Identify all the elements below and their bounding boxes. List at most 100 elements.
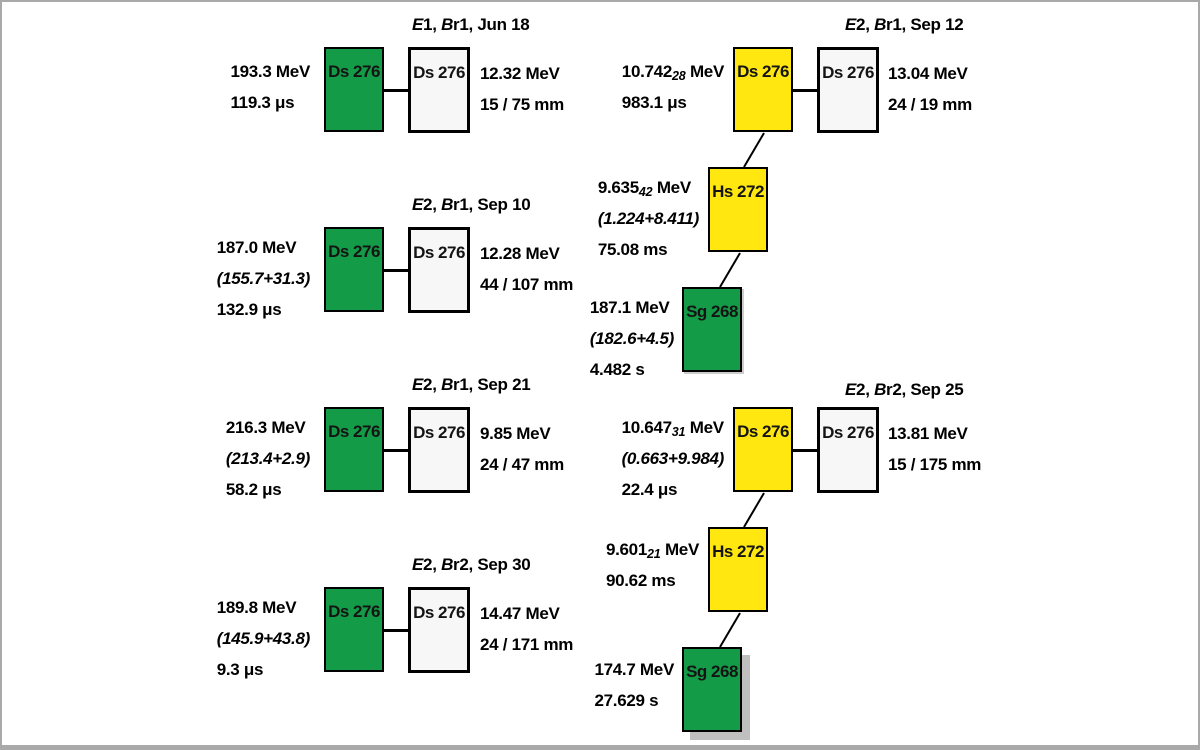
uncertainty-subscript: 31	[671, 425, 686, 439]
event-header: E2, Br1, Sep 10	[412, 195, 531, 214]
implant-energy: 187.0 MeV	[216, 238, 297, 257]
nuclide-label: Ds 276	[328, 62, 380, 81]
event-header: E2, Br2, Sep 30	[412, 555, 531, 574]
implantation-info: 193.3 MeV 119.3 μs	[230, 56, 310, 118]
decay-connector	[791, 449, 818, 452]
energy-split: (213.4+2.9)	[225, 449, 310, 468]
parent-nuclide-box: Ds 276	[324, 587, 384, 672]
lifetime: 90.62 ms	[605, 571, 676, 590]
nuclide-label: Ds 276	[328, 602, 380, 621]
nuclide-label: Hs 272	[712, 542, 764, 561]
alpha-info: 13.04 MeV 24 / 19 mm	[888, 58, 972, 120]
sg268-info: 174.7 MeV 27.629 s	[594, 654, 674, 716]
parent-nuclide-box: Ds 276	[324, 47, 384, 132]
nuclide-label: Ds 276	[822, 423, 874, 442]
lifetime: 4.482 s	[589, 360, 645, 379]
energy-split: (182.6+4.5)	[589, 329, 674, 348]
alpha-info: 9.85 MeV 24 / 47 mm	[480, 418, 564, 480]
lifetime: 983.1 μs	[621, 93, 687, 112]
alpha-energy: 13.81 MeV	[888, 424, 968, 443]
alpha-energy-with-uncertainty: 9.63542 MeV	[597, 178, 691, 199]
lifetime: 75.08 ms	[597, 240, 668, 259]
header-branch-italic: B	[441, 195, 454, 214]
hs272-info: 9.60121 MeV 90.62 ms	[606, 534, 699, 596]
implantation-info: 187.0 MeV (155.7+31.3) 132.9 μs	[216, 232, 311, 325]
alpha-nuclide-box: Ds 276	[733, 47, 793, 132]
header-experiment-italic: E	[412, 555, 424, 574]
uncertainty-subscript: 28	[672, 69, 686, 83]
decay-connector	[382, 89, 408, 92]
header-branch-italic: B	[874, 15, 887, 34]
sg268-box: Sg 268	[682, 647, 742, 732]
hs272-info: 9.63542 MeV (1.224+8.411) 75.08 ms	[598, 172, 699, 265]
event-header: E2, Br1, Sep 21	[412, 375, 531, 394]
alpha-decay-link	[719, 252, 741, 288]
alpha-energy: 13.04 MeV	[888, 64, 968, 83]
alpha-decay-link	[743, 492, 765, 528]
daughter-nuclide-box: Ds 276	[408, 227, 470, 313]
position-info: 24 / 47 mm	[480, 455, 564, 474]
position-info: 15 / 75 mm	[480, 95, 564, 114]
nuclide-label: Ds 276	[822, 63, 874, 82]
event-header: E2, Br2, Sep 25	[845, 380, 964, 399]
nuclide-label: Ds 276	[413, 603, 465, 622]
header-branch-italic: B	[441, 15, 454, 34]
daughter-nuclide-box: Ds 276	[408, 47, 470, 133]
nuclide-label: Ds 276	[413, 423, 465, 442]
daughter-nuclide-box: Ds 276	[817, 47, 879, 133]
daughter-nuclide-box: Ds 276	[408, 587, 470, 673]
nuclide-label: Sg 268	[686, 662, 738, 681]
lifetime: 119.3 μs	[230, 93, 295, 112]
energy-split: (0.663+9.984)	[621, 449, 725, 468]
implant-energy: 216.3 MeV	[225, 418, 306, 437]
alpha-energy-with-uncertainty: 9.60121 MeV	[605, 540, 699, 561]
alpha-energy: 14.47 MeV	[480, 604, 560, 623]
sg268-box: Sg 268	[682, 287, 742, 372]
implantation-info: 189.8 MeV (145.9+43.8) 9.3 μs	[216, 592, 311, 685]
implant-energy: 189.8 MeV	[216, 598, 297, 617]
fission-energy: 187.1 MeV	[589, 298, 670, 317]
alpha1-info: 10.64731 MeV (0.663+9.984) 22.4 μs	[621, 412, 725, 505]
event-header: E1, Br1, Jun 18	[412, 15, 530, 34]
nuclide-label: Ds 276	[328, 242, 380, 261]
header-branch-italic: B	[441, 555, 454, 574]
decay-connector	[791, 89, 818, 92]
lifetime: 132.9 μs	[216, 300, 282, 319]
sg268-info: 187.1 MeV (182.6+4.5) 4.482 s	[590, 292, 674, 385]
alpha-info: 12.32 MeV 15 / 75 mm	[480, 58, 564, 120]
alpha-energy: 12.28 MeV	[480, 244, 560, 263]
event-header: E2, Br1, Sep 12	[845, 15, 964, 34]
header-experiment-italic: E	[412, 15, 424, 34]
nuclide-label: Ds 276	[328, 422, 380, 441]
header-experiment-italic: E	[845, 380, 857, 399]
alpha-energy: 9.85 MeV	[480, 424, 551, 443]
header-branch-italic: B	[441, 375, 454, 394]
alpha-energy-with-uncertainty: 10.74228 MeV	[621, 62, 725, 83]
header-experiment-italic: E	[412, 195, 424, 214]
lifetime: 9.3 μs	[216, 660, 264, 679]
nuclide-label: Ds 276	[737, 62, 789, 81]
alpha-energy: 12.32 MeV	[480, 64, 560, 83]
header-experiment-italic: E	[412, 375, 424, 394]
implant-energy: 193.3 MeV	[230, 62, 310, 81]
nuclide-label: Sg 268	[686, 302, 738, 321]
position-info: 44 / 107 mm	[480, 275, 574, 294]
alpha-decay-link	[719, 612, 741, 648]
decay-connector	[382, 449, 408, 452]
parent-nuclide-box: Ds 276	[324, 227, 384, 312]
header-experiment-italic: E	[845, 15, 857, 34]
nuclide-label: Ds 276	[737, 422, 789, 441]
lifetime: 58.2 μs	[225, 480, 282, 499]
lifetime: 22.4 μs	[621, 480, 678, 499]
uncertainty-subscript: 21	[647, 547, 661, 561]
nuclide-label: Ds 276	[413, 63, 465, 82]
decay-connector	[382, 269, 408, 272]
energy-split: (155.7+31.3)	[216, 269, 311, 288]
implantation-info: 216.3 MeV (213.4+2.9) 58.2 μs	[226, 412, 310, 505]
nuclide-label: Ds 276	[413, 243, 465, 262]
uncertainty-subscript: 42	[638, 185, 653, 199]
header-branch-italic: B	[874, 380, 887, 399]
alpha-decay-link	[743, 132, 765, 168]
position-info: 24 / 19 mm	[888, 95, 972, 114]
